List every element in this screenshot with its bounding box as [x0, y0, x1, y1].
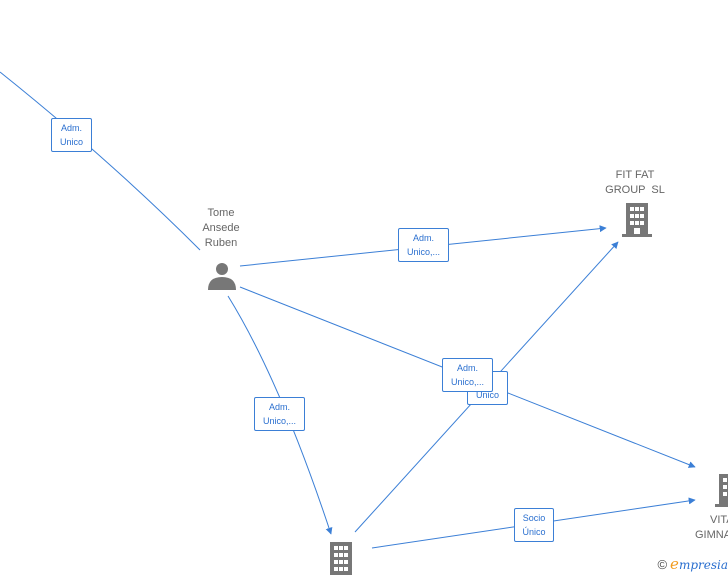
vita-node-label: VITA GIMNA — [690, 513, 728, 543]
brand-logo: empresia — [670, 555, 728, 573]
edge-offscreen-to-person — [0, 71, 201, 251]
role-line: Adm. — [456, 363, 478, 373]
person-icon[interactable] — [208, 263, 236, 290]
person-node-label: Tome Ansede Ruben — [190, 206, 252, 251]
building-icon[interactable] — [715, 474, 728, 507]
company-name-line: GROUP SL — [605, 184, 665, 196]
person-name-line: Ansede — [202, 222, 240, 234]
edge-label-top-left[interactable]: Adm. Unico — [51, 118, 92, 152]
role-line: Unico,... — [450, 377, 484, 387]
role-line: Adm. — [60, 123, 82, 133]
edge-label-person-bottom[interactable]: Adm. Unico,... — [254, 397, 305, 431]
role-line: Unico,... — [406, 247, 440, 257]
role-line: Adm. — [412, 233, 434, 243]
role-line: Unico — [59, 137, 83, 147]
role-line: Adm. — [268, 402, 290, 412]
brand-rest: mpresia — [678, 558, 728, 572]
role-line: Unico,... — [262, 416, 296, 426]
company-name-line: VITA — [710, 514, 728, 526]
edge-label-person-vita[interactable]: Adm. Unico,... — [442, 358, 493, 392]
fitfat-node-label: FIT FAT GROUP SL — [595, 168, 675, 198]
building-icon[interactable] — [622, 203, 652, 237]
edge-label-bottom-vita[interactable]: Socio Único — [514, 508, 554, 542]
building-icon[interactable] — [330, 542, 352, 575]
copyright-symbol: © — [657, 556, 668, 572]
brand-e: e — [670, 555, 679, 573]
role-line: Socio — [522, 513, 546, 523]
edge-label-person-fitfat[interactable]: Adm. Unico,... — [398, 228, 449, 262]
role-line: Único — [522, 527, 546, 537]
company-name-line: GIMNA — [695, 529, 728, 541]
company-name-line: FIT FAT — [615, 169, 655, 181]
role-line: Unico — [475, 390, 499, 400]
person-name-line: Tome — [207, 207, 235, 219]
empresia-watermark: © empresia — [657, 555, 728, 573]
person-name-line: Ruben — [204, 237, 238, 249]
